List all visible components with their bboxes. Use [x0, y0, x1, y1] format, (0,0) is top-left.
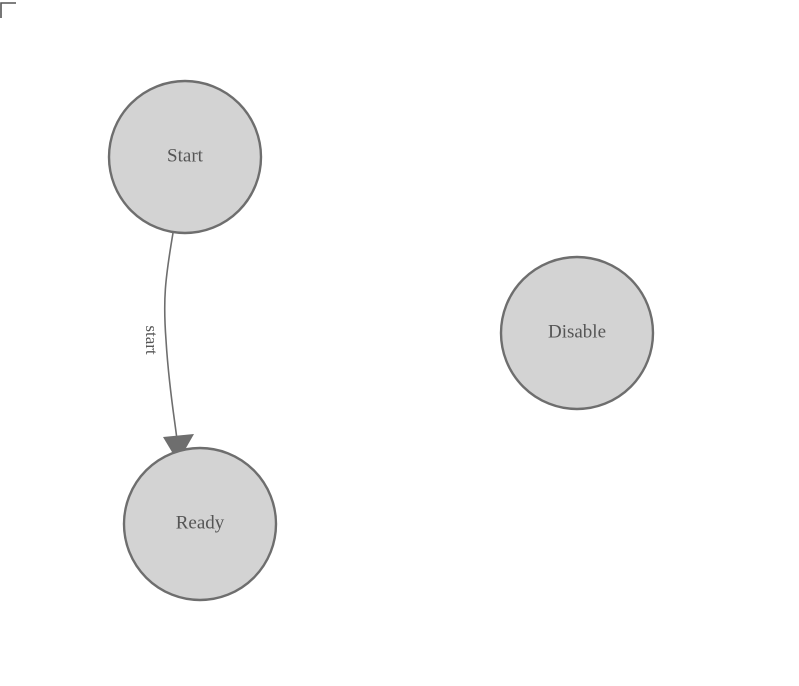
- node-ready-label: Ready: [176, 512, 225, 533]
- node-disable[interactable]: Disable: [499, 255, 655, 411]
- node-start-label: Start: [167, 145, 204, 166]
- arrowhead-icon: [163, 434, 194, 462]
- node-start[interactable]: Start: [107, 79, 263, 235]
- edge-label-group: start: [142, 325, 161, 355]
- edge-line: [163, 232, 179, 449]
- corner-mark-icon: [0, 2, 16, 18]
- edge-label-start: start: [142, 325, 161, 355]
- node-disable-label: Disable: [548, 321, 606, 342]
- edge-start-to-ready[interactable]: start: [142, 232, 194, 462]
- node-ready[interactable]: Ready: [122, 446, 278, 602]
- node-disable-circle[interactable]: [499, 255, 655, 411]
- node-ready-circle[interactable]: [122, 446, 278, 602]
- node-start-circle[interactable]: [107, 79, 263, 235]
